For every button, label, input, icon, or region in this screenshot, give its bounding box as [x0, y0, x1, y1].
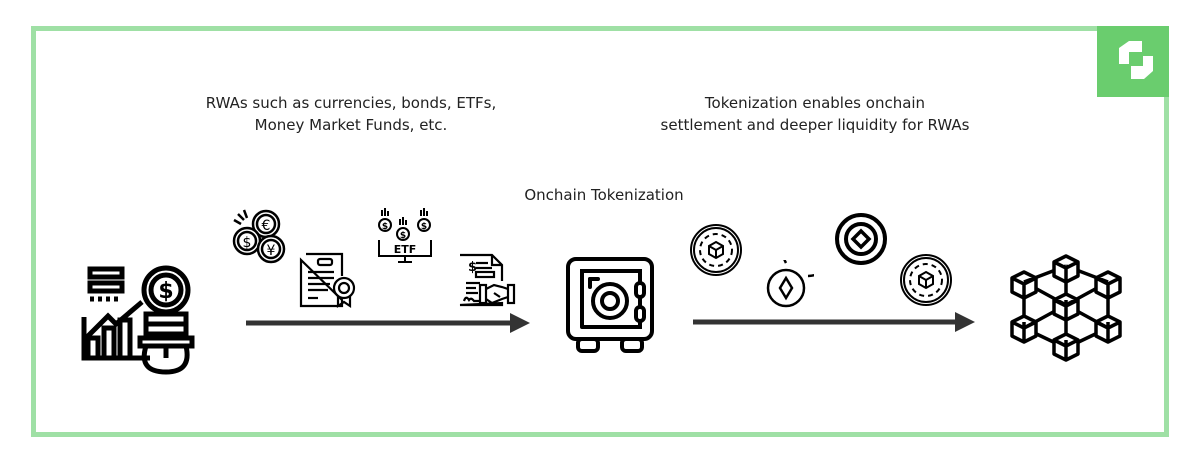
diagram-frame	[31, 26, 1169, 437]
svg-text:¥: ¥	[267, 243, 276, 259]
bond-certificate-icon	[299, 252, 356, 309]
logo-mark-icon	[1119, 41, 1153, 79]
token-diamond-icon	[766, 260, 814, 308]
token-diamond-bold-icon	[835, 213, 887, 265]
svg-text:€: €	[262, 218, 271, 234]
svg-text:$: $	[400, 231, 406, 241]
brand-logo	[1097, 26, 1169, 97]
tokenization-benefit-caption: Tokenization enables onchain settlement …	[660, 94, 970, 134]
svg-text:$: $	[158, 279, 173, 304]
svg-text:ETF: ETF	[394, 243, 417, 256]
rwa-caption: RWAs such as currencies, bonds, ETFs, Mo…	[205, 94, 497, 134]
onchain-tokenization-label: Onchain Tokenization	[524, 186, 684, 204]
token-cube-icon	[690, 224, 742, 276]
svg-text:$: $	[243, 235, 252, 251]
investment-growth-icon: $	[81, 265, 195, 375]
svg-text:$: $	[421, 222, 427, 232]
svg-text:$: $	[468, 260, 477, 275]
etf-icon: $ $ $ ETF	[378, 208, 432, 263]
svg-text:$: $	[382, 222, 388, 232]
token-cube-icon	[900, 254, 952, 306]
safe-vault-icon	[566, 257, 654, 353]
flow-arrow-2	[693, 312, 975, 332]
flow-arrow-1	[246, 313, 530, 333]
contract-handshake-icon: $	[459, 253, 516, 307]
currency-coins-icon: € $ ¥	[232, 209, 286, 264]
blockchain-network-icon	[1010, 254, 1122, 362]
